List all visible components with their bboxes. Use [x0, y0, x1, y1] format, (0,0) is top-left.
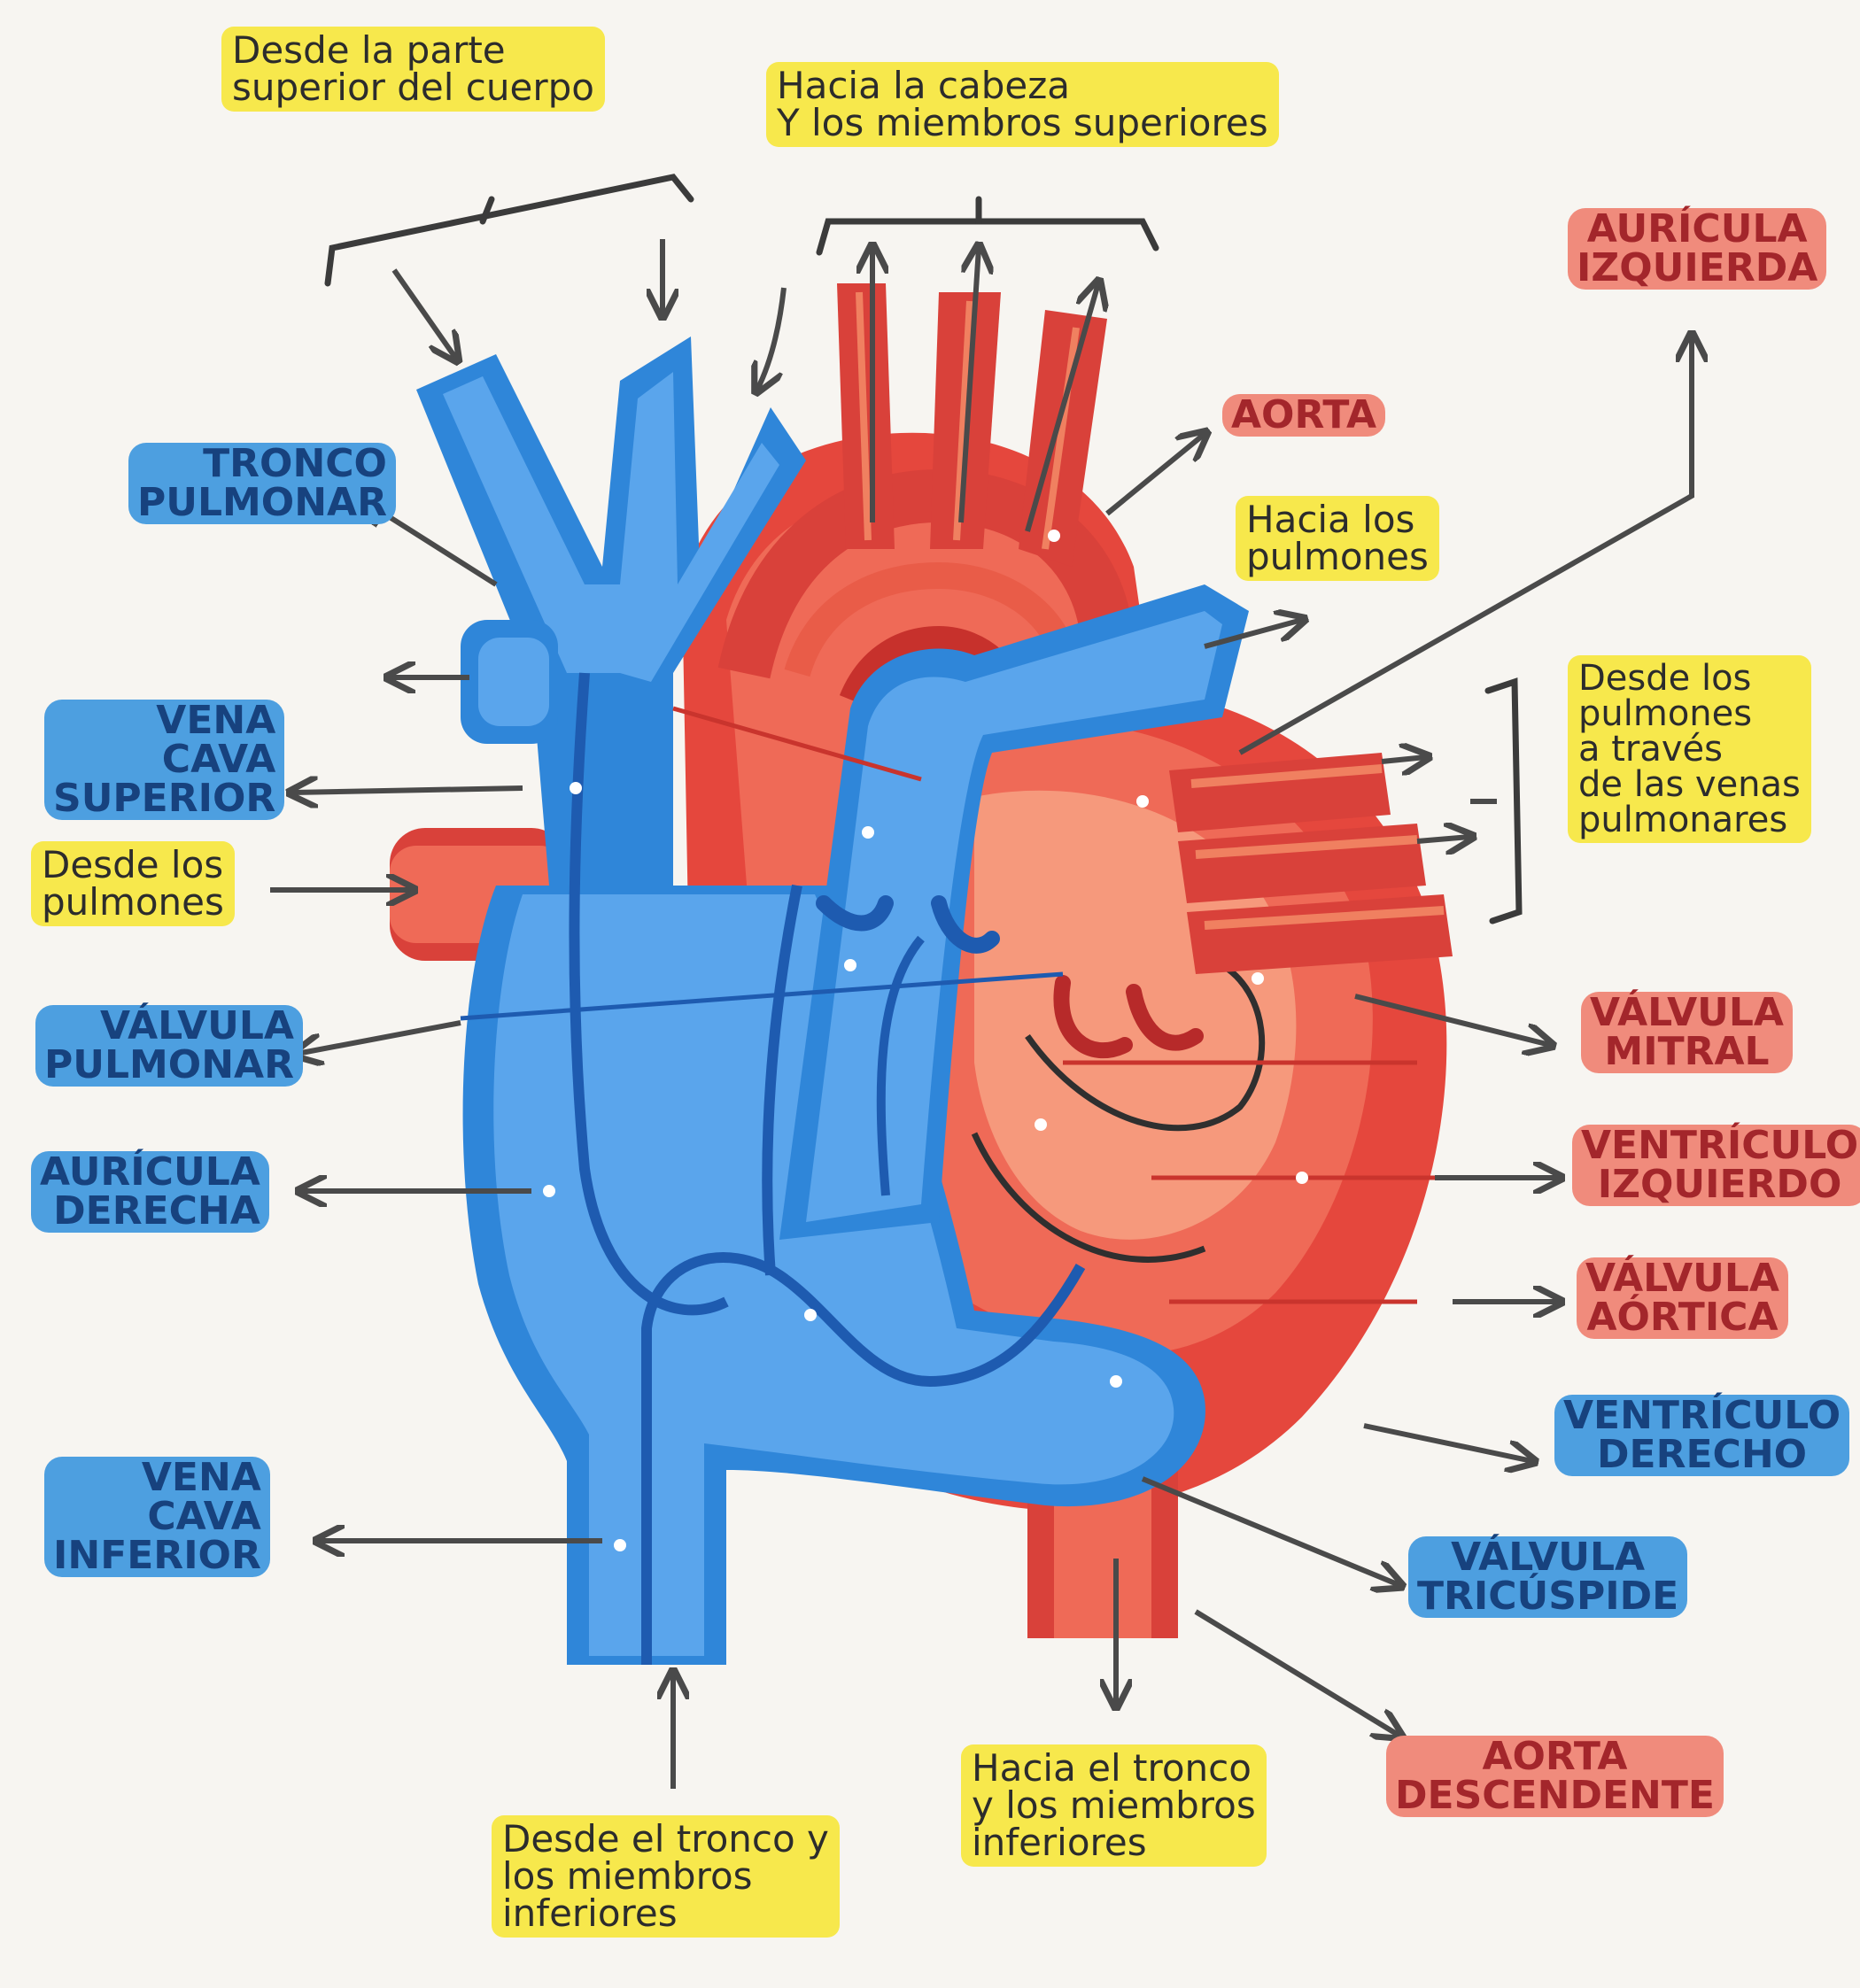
label-line: VENA — [53, 1458, 261, 1497]
label-line: superior del cuerpo — [232, 69, 594, 106]
label-auricula-derecha: AURÍCULA DERECHA — [31, 1151, 269, 1233]
label-desde-tronco: Desde el tronco y los miembros inferiore… — [492, 1815, 840, 1938]
label-valvula-mitral: VÁLVULA MITRAL — [1581, 992, 1793, 1073]
label-line: Desde el tronco y — [502, 1821, 829, 1858]
label-line: inferiores — [972, 1824, 1256, 1861]
label-line: VENTRÍCULO — [1581, 1126, 1858, 1165]
label-line: IZQUIERDA — [1577, 249, 1817, 288]
label-line: TRICÚSPIDE — [1417, 1577, 1678, 1616]
label-line: VENA — [53, 701, 275, 740]
label-ventriculo-derecho: VENTRÍCULO DERECHO — [1554, 1395, 1849, 1476]
label-line: AURÍCULA — [40, 1153, 260, 1192]
label-line: de las venas — [1578, 767, 1801, 802]
label-tronco-pulmonar: TRONCO PULMONAR — [128, 443, 396, 524]
label-line: pulmones — [1578, 696, 1801, 731]
label-hacia-cabeza: Hacia la cabeza Y los miembros superiore… — [766, 62, 1279, 147]
label-aorta-descendente: AORTA DESCENDENTE — [1386, 1736, 1724, 1817]
label-line: Desde la parte — [232, 32, 594, 69]
label-hacia-pulmones: Hacia los pulmones — [1236, 496, 1439, 581]
label-line: Hacia el tronco — [972, 1750, 1256, 1787]
label-line: los miembros — [502, 1858, 829, 1895]
label-line: AURÍCULA — [1577, 210, 1817, 249]
label-line: PULMONAR — [44, 1046, 294, 1085]
label-vena-cava-superior: VENA CAVA SUPERIOR — [44, 700, 284, 820]
label-valvula-aortica: VÁLVULA AÓRTICA — [1577, 1257, 1788, 1339]
label-line: INFERIOR — [53, 1536, 261, 1575]
label-line: AORTA — [1395, 1737, 1715, 1776]
label-line: inferiores — [502, 1895, 829, 1932]
label-line: VÁLVULA — [1585, 1259, 1779, 1298]
label-line: VÁLVULA — [1590, 994, 1784, 1033]
label-auricula-izquierda: AURÍCULA IZQUIERDA — [1568, 208, 1826, 290]
label-line: DESCENDENTE — [1395, 1776, 1715, 1815]
label-line: VENTRÍCULO — [1563, 1396, 1841, 1435]
label-line: pulmones — [1246, 538, 1429, 576]
label-line: Hacia los — [1246, 501, 1429, 538]
label-line: Desde los — [1578, 661, 1801, 696]
label-line: CAVA — [53, 740, 275, 779]
label-line: MITRAL — [1590, 1033, 1784, 1071]
right-pulmonary-veins — [1169, 753, 1453, 974]
label-line: CAVA — [53, 1497, 261, 1536]
label-line: IZQUIERDO — [1581, 1165, 1858, 1204]
label-vena-cava-inferior: VENA CAVA INFERIOR — [44, 1457, 270, 1577]
label-desde-pulmones-left: Desde los pulmones — [31, 841, 235, 926]
label-line: pulmonares — [1578, 802, 1801, 838]
label-hacia-tronco: Hacia el tronco y los miembros inferiore… — [961, 1744, 1267, 1867]
label-line: TRONCO — [137, 445, 387, 483]
label-line: y los miembros — [972, 1787, 1256, 1824]
label-line: Hacia la cabeza — [777, 67, 1268, 104]
label-line: AÓRTICA — [1585, 1298, 1779, 1337]
label-line: PULMONAR — [137, 483, 387, 522]
label-line: Desde los — [42, 847, 224, 884]
label-line: DERECHA — [40, 1192, 260, 1231]
label-line: a través — [1578, 731, 1801, 767]
label-valvula-tricuspide: VÁLVULA TRICÚSPIDE — [1408, 1536, 1687, 1618]
label-line: VÁLVULA — [1417, 1538, 1678, 1577]
label-valvula-pulmonar: VÁLVULA PULMONAR — [35, 1005, 303, 1087]
label-line: pulmones — [42, 884, 224, 921]
label-line: AORTA — [1231, 396, 1376, 435]
label-line: SUPERIOR — [53, 779, 275, 818]
label-aorta: AORTA — [1222, 394, 1385, 437]
label-desde-superior: Desde la parte superior del cuerpo — [221, 27, 605, 112]
label-desde-pulmones-right: Desde los pulmones a través de las venas… — [1568, 655, 1811, 843]
label-line: VÁLVULA — [44, 1007, 294, 1046]
label-line: DERECHO — [1563, 1435, 1841, 1474]
label-line: Y los miembros superiores — [777, 104, 1268, 142]
label-ventriculo-izquierdo: VENTRÍCULO IZQUIERDO — [1572, 1125, 1860, 1206]
